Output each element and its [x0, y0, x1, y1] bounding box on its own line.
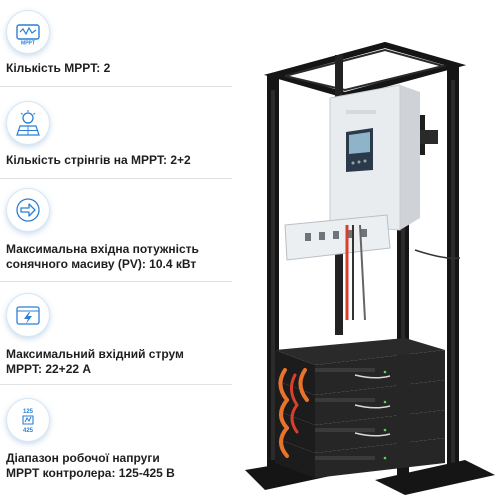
arrow-circle-icon: [6, 188, 50, 232]
divider: [0, 281, 232, 282]
current-lightning-icon: [6, 293, 50, 337]
divider: [0, 86, 232, 87]
solar-panel-bulb-icon: [6, 101, 50, 145]
rack-illustration: [245, 41, 495, 495]
voltage-min-text: 125: [23, 409, 34, 415]
divider: [0, 384, 232, 385]
battery-module-4: [275, 438, 315, 478]
battery-cables: [278, 368, 309, 458]
inverter-side: [400, 85, 420, 230]
mppt-icon: MPPT: [6, 10, 50, 54]
voltage-max-text: 425: [23, 428, 34, 434]
product-image: [215, 20, 500, 500]
feature-label: Максимальний вхідний струм MPPT: 22+22 А: [6, 347, 184, 376]
feature-label: Кількість стрінгів на MPPT: 2+2: [6, 153, 191, 167]
feature-label: Кількість MPPT: 2: [6, 61, 111, 75]
feature-list: MPPT Кількість MPPT: 2 Кількість стрінгі…: [0, 0, 235, 500]
voltage-range-icon: 125 425: [6, 398, 50, 442]
feature-label: Максимальна вхідна потужність сонячного …: [6, 242, 199, 271]
rack-base-right: [375, 460, 495, 495]
battery-module-1: [275, 338, 445, 365]
mppt-icon-text: MPPT: [21, 41, 35, 47]
divider: [0, 178, 232, 179]
battery-stack: [275, 338, 445, 478]
feature-label: Діапазон робочої напруги MPPT контролера…: [6, 451, 175, 480]
rack-post-right-back: [447, 65, 459, 480]
